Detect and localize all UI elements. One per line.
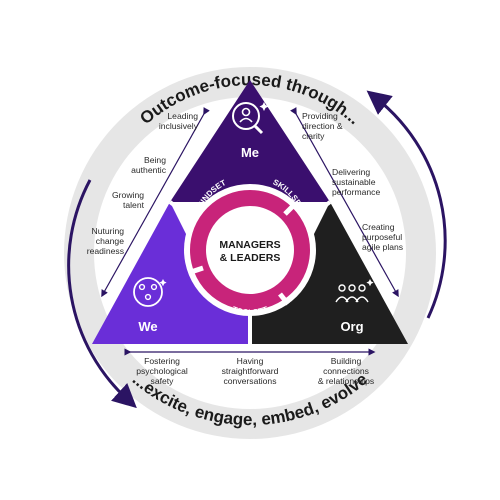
label-leading-inclusively: Leading inclusively — [158, 111, 198, 131]
label-nuturing-change-readiness: Nuturing change readiness — [86, 226, 124, 256]
label-providing-direction: Providing direction & clarity — [302, 111, 343, 141]
left-cycle-arrow — [67, 179, 137, 409]
center-title-line2: & LEADERS — [220, 252, 281, 264]
label-delivering-performance: Delivering sustainable performance — [332, 167, 381, 197]
label-building-connections: Building connections & relationships — [317, 356, 375, 386]
center-inner-disc — [207, 207, 293, 293]
right-cycle-arrow — [366, 90, 447, 319]
label-straightforward-conversations: Having straightforward conversations — [221, 356, 279, 386]
label-creating-agile-plans: Creating purposeful agile plans — [362, 222, 404, 252]
segment-me — [170, 80, 330, 202]
ring-label-toolset: TOOLSET — [231, 305, 269, 317]
ring-gap-3 — [278, 292, 290, 306]
segment-label-me: Me — [241, 145, 259, 160]
search-person-icon — [232, 102, 269, 135]
right-side-arrow — [290, 107, 399, 298]
segment-label-we: We — [138, 319, 157, 334]
label-fostering-safety: Fostering psychological safety — [136, 356, 188, 386]
center-title-line1: MANAGERS — [219, 239, 280, 251]
label-growing-talent: Growing talent — [112, 190, 144, 210]
label-being-authentic: Being authentic — [131, 155, 166, 175]
segment-label-org: Org — [340, 319, 363, 334]
left-side-arrow — [101, 107, 210, 298]
